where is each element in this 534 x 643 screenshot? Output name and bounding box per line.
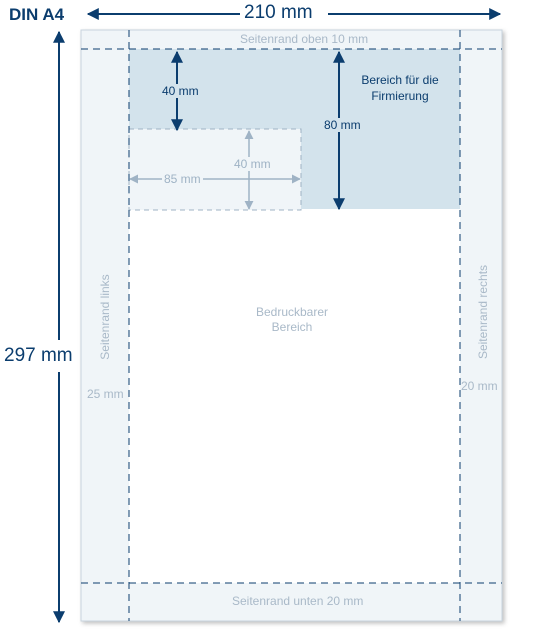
margin-top-label: Seitenrand oben 10 mm bbox=[240, 32, 369, 46]
address-field bbox=[128, 128, 302, 211]
margin-right-value: 20 mm bbox=[461, 379, 498, 393]
margin-bottom-label: Seitenrand unten 20 mm bbox=[232, 594, 364, 608]
printable-area-label-line1: Bedruckbarer bbox=[255, 305, 329, 319]
height-label: 297 mm bbox=[2, 345, 75, 366]
printable-area-label-line2: Bereich bbox=[271, 320, 313, 334]
page-format-title: DIN A4 bbox=[9, 5, 65, 24]
company-area-label-line2: Firmierung bbox=[371, 89, 429, 103]
margin-left-value: 25 mm bbox=[87, 387, 124, 401]
width-label: 210 mm bbox=[242, 2, 315, 23]
company-height-small-label: 40 mm bbox=[161, 84, 200, 98]
margin-left-label: Seitenrand links bbox=[98, 274, 112, 360]
company-area-label-line1: Bereich für die bbox=[361, 73, 439, 87]
margin-right-label: Seitenrand rechts bbox=[476, 264, 490, 360]
address-height-label: 40 mm bbox=[232, 157, 273, 171]
company-height-large-label: 80 mm bbox=[323, 118, 362, 132]
margin-lines bbox=[81, 30, 502, 621]
address-width-label: 85 mm bbox=[162, 172, 203, 186]
